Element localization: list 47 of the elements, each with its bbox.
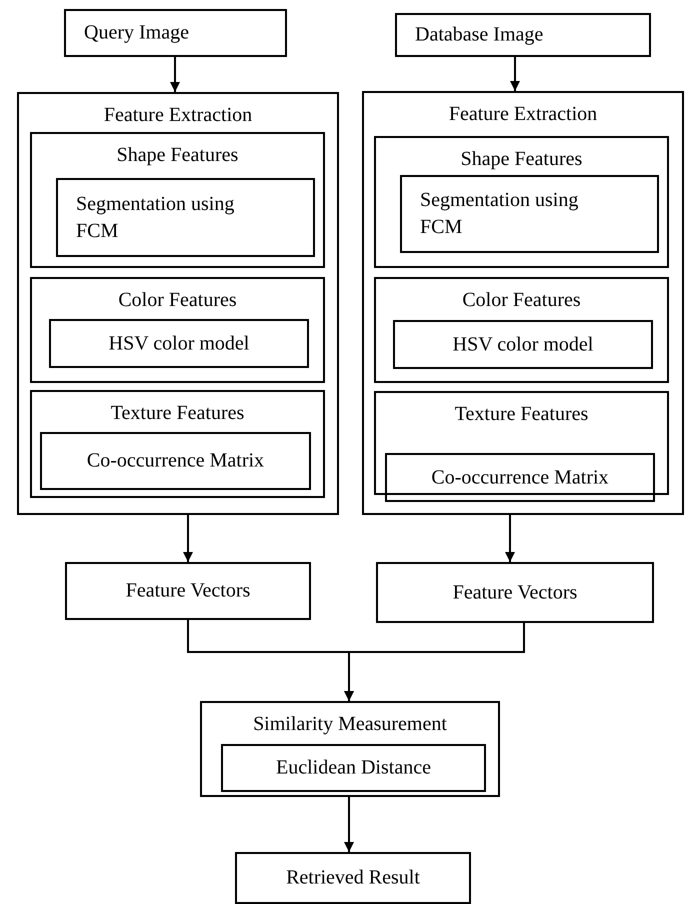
arrow [170, 57, 180, 92]
node-label: Segmentation using FCM [76, 192, 236, 244]
node-label: Database Image [415, 22, 544, 48]
arrow [344, 797, 354, 852]
node-label: HSV color model [108, 331, 250, 356]
arrow [183, 515, 193, 562]
process-box [200, 701, 500, 797]
method-box [56, 178, 315, 257]
method-box [400, 175, 659, 253]
node-label: Euclidean Distance [275, 756, 432, 780]
output-box [235, 852, 471, 904]
method-box [40, 432, 311, 490]
node-label: Retrieved Result [285, 866, 421, 890]
node-label: Co-occurrence Matrix [86, 448, 266, 474]
node-label: Co-occurrence Matrix [430, 465, 610, 490]
input-box [395, 13, 651, 57]
node-label: Feature Vectors [124, 578, 252, 604]
group-title: Texture Features [110, 401, 246, 426]
arrow [510, 57, 520, 91]
method-box [393, 320, 653, 369]
node-label: Segmentation using FCM [420, 188, 580, 240]
group-title: Color Features [461, 288, 582, 313]
input-box [64, 9, 287, 57]
method-box [49, 319, 309, 368]
group-title: Shape Features [460, 147, 584, 172]
group-box [374, 277, 669, 383]
method-box [221, 744, 486, 792]
method-box [385, 453, 655, 502]
group-title: Texture Features [454, 402, 590, 427]
node-label: Query Image [84, 20, 190, 46]
module-box [17, 92, 339, 515]
arrow [344, 623, 525, 701]
node-label: HSV color model [452, 332, 594, 357]
process-box [376, 562, 654, 623]
group-title: Shape Features [116, 143, 240, 168]
process-box [65, 562, 311, 620]
group-box [374, 136, 669, 268]
group-title: Similarity Measurement [252, 712, 448, 737]
group-box [30, 277, 325, 383]
group-box [30, 390, 325, 498]
group-box [30, 132, 325, 268]
arrow [505, 515, 515, 562]
group-title: Feature Extraction [102, 103, 254, 128]
group-title: Feature Extraction [448, 102, 598, 127]
module-box [362, 91, 684, 515]
group-title: Color Features [117, 288, 238, 313]
node-label: Feature Vectors [452, 580, 578, 605]
